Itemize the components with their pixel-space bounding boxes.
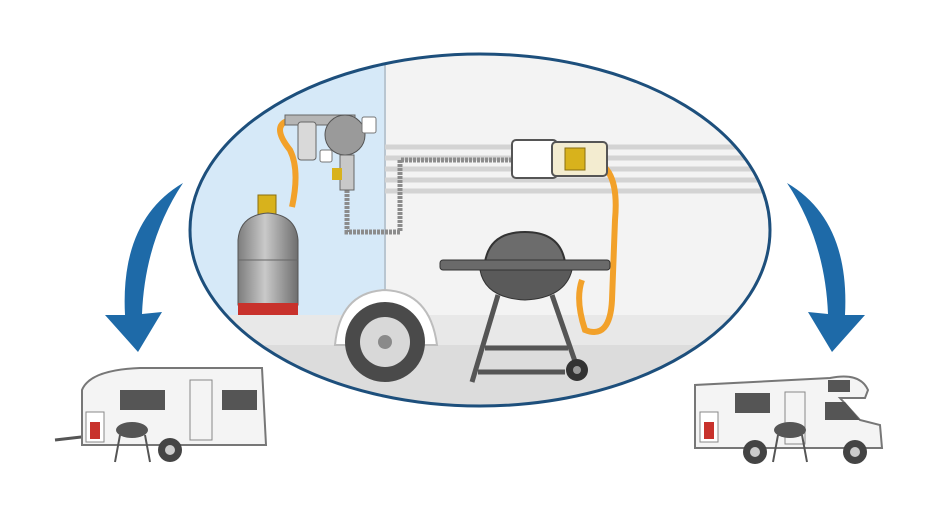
curved-arrow-right-icon [787,183,865,352]
bbq-hose [576,157,619,335]
gas-pipe [344,157,520,235]
detail-ellipse-border [188,52,772,408]
gas-bottle-icon [237,194,299,315]
detail-view [190,54,770,406]
bbq-grill-icon [439,230,611,383]
wheel-icon [345,302,425,382]
motorhome-icon [694,375,884,464]
gas-regulator-icon [284,114,377,191]
caravan-icon [54,367,268,463]
curved-arrow-left-icon [105,183,183,352]
bottle-hose [277,117,299,208]
gas-outlet-box-icon [511,139,608,179]
